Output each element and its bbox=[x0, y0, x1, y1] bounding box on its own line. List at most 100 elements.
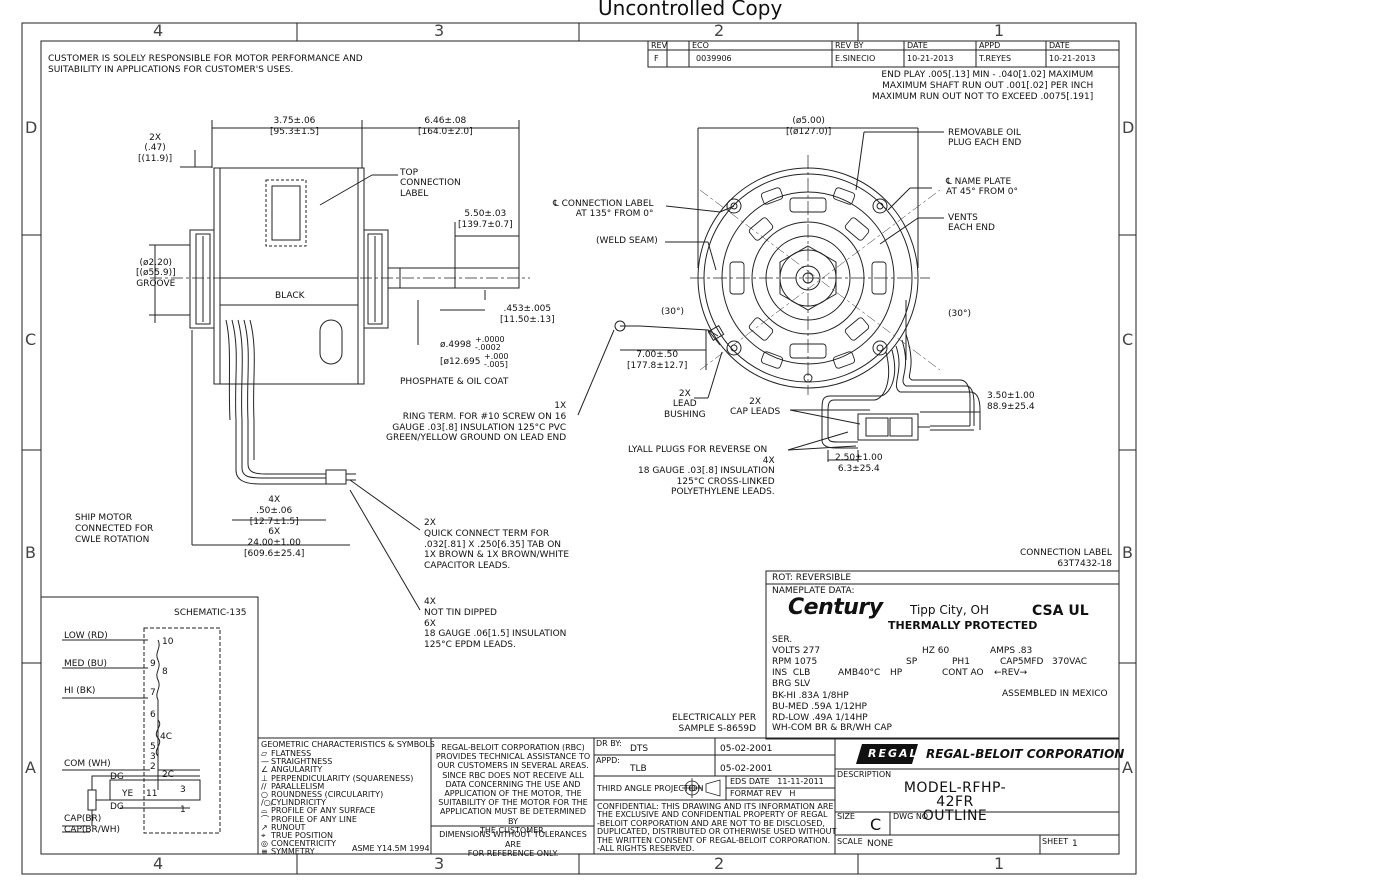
zone-bottom-2: 2 bbox=[714, 854, 725, 873]
gdt-symbol-icon: ⌖ bbox=[261, 831, 266, 841]
gdt-symbol-icon: ⌒ bbox=[261, 814, 269, 824]
pin-7: 7 bbox=[150, 688, 156, 698]
phosphate-note: PHOSPHATE & OIL COAT bbox=[400, 377, 509, 387]
lead-low: LOW (RD) bbox=[64, 631, 108, 641]
gdt-item-label: CONCENTRICITY bbox=[271, 839, 337, 849]
gdt-item-label: FLATNESS bbox=[271, 749, 312, 758]
vents-note: VENTS EACH END bbox=[948, 213, 995, 234]
zone-right-a: A bbox=[1122, 758, 1133, 777]
nameplate-city: Tipp City, OH bbox=[910, 603, 989, 617]
regal-logo: REGAL bbox=[868, 747, 919, 760]
size-label: SIZE bbox=[837, 812, 855, 821]
scale-value: NONE bbox=[867, 839, 894, 849]
size-value: C bbox=[870, 815, 882, 834]
nameplate-amb: AMB40°C bbox=[838, 668, 881, 678]
black-label: BLACK bbox=[275, 291, 305, 301]
nameplate-hz: HZ 60 bbox=[922, 646, 950, 656]
dim-350: 3.50±1.00 88.9±25.4 bbox=[987, 391, 1035, 412]
zone-bottom-4: 4 bbox=[153, 854, 164, 873]
pin-4c: 4C bbox=[160, 732, 173, 742]
dg-label-2: DG bbox=[110, 802, 124, 812]
rev-header-revby: REV BY bbox=[835, 41, 864, 50]
rev-header-date2: DATE bbox=[1049, 41, 1070, 50]
pin-5: 5 bbox=[150, 742, 156, 752]
rbc-assistance-note: REGAL-BELOIT CORPORATION (RBC) PROVIDES … bbox=[435, 743, 591, 835]
gdt-item-label: CYLINDRICITY bbox=[271, 798, 326, 808]
nameplate-volts: VOLTS 277 bbox=[772, 646, 821, 656]
zone-left-c: C bbox=[25, 330, 37, 349]
thermally-protected: THERMALLY PROTECTED bbox=[888, 619, 1038, 632]
pin-10: 10 bbox=[162, 637, 174, 647]
gdt-standard: ASME Y14.5M 1994 bbox=[352, 844, 430, 853]
dim-646: 6.46±.08 [164.0±2.0] bbox=[418, 116, 473, 137]
century-logo: Century bbox=[788, 595, 883, 620]
ye-label: YE bbox=[122, 789, 134, 799]
gdt-item: ⌖TRUE POSITION bbox=[261, 831, 413, 841]
connection-label-note: ℄ CONNECTION LABEL AT 135° FROM 0° bbox=[553, 199, 654, 220]
gdt-symbol-icon: ◎ bbox=[261, 839, 268, 849]
oil-plug-note: REMOVABLE OIL PLUG EACH END bbox=[948, 128, 1022, 149]
gdt-item-label: PARALLELISM bbox=[271, 781, 325, 791]
zone-top-2: 2 bbox=[714, 21, 725, 40]
cert-logos: CSA UL bbox=[1032, 603, 1089, 619]
lead-cap-brwh: CAP(BR/WH) bbox=[64, 825, 121, 835]
appd-label: APPD: bbox=[596, 756, 620, 765]
rev-header-rev: REV bbox=[651, 41, 668, 50]
gdt-item: ◎CONCENTRICITY bbox=[261, 840, 413, 848]
rev-header-eco: ECO bbox=[692, 41, 709, 50]
gdt-symbol-icon: ○ bbox=[261, 790, 268, 800]
gdt-item-label: RUNOUT bbox=[271, 822, 306, 832]
gdt-symbol-icon: ↗ bbox=[261, 822, 268, 832]
appd-date: 05-02-2001 bbox=[720, 764, 773, 774]
nameplate-cont: CONT AO bbox=[942, 668, 984, 678]
zone-left-a: A bbox=[25, 758, 36, 777]
gdt-item: ∠ANGULARITY bbox=[261, 766, 413, 774]
gdt-title: GEOMETRIC CHARACTERISTICS & SYMBOLS bbox=[261, 740, 435, 749]
dr-date: 05-02-2001 bbox=[720, 744, 773, 754]
dim-250: 2.50±1.00 6.3±25.4 bbox=[835, 453, 883, 474]
pin-8: 8 bbox=[162, 667, 168, 677]
weld-seam-note: (WELD SEAM) bbox=[596, 236, 658, 246]
nameplate-ins: INS CLB bbox=[772, 668, 811, 678]
gdt-symbol-icon: // bbox=[261, 781, 267, 791]
format-rev: FORMAT REV H bbox=[730, 789, 796, 798]
rev-header-appd: APPD bbox=[979, 41, 1001, 50]
dr-by-label: DR BY: bbox=[596, 739, 622, 748]
gdt-item: ▱FLATNESS bbox=[261, 749, 413, 758]
dg-label-1: DG bbox=[110, 772, 124, 782]
gdt-item: // PARALLELISM bbox=[261, 781, 413, 791]
sheet-label: SHEET bbox=[1042, 837, 1069, 846]
nameplate-sp: SP bbox=[906, 657, 918, 667]
gdt-item: ⌒PROFILE OF ANY LINE bbox=[261, 814, 413, 824]
gdt-item-label: ROUNDNESS (CIRCULARITY) bbox=[271, 790, 384, 800]
zone-bottom-3: 3 bbox=[434, 854, 445, 873]
schematic-title: SCHEMATIC-135 bbox=[174, 608, 247, 618]
pin-11: 11 bbox=[146, 789, 158, 799]
gdt-item: ⊥PERPENDICULARITY (SQUARENESS) bbox=[261, 774, 413, 783]
pin-2c: 2C bbox=[162, 770, 175, 780]
connection-label-number: CONNECTION LABEL 63T7432-18 bbox=[1020, 548, 1112, 569]
nameplate-hp: HP bbox=[890, 668, 903, 678]
rev-value-appd: T.REYES bbox=[979, 54, 1012, 63]
gdt-item: ↗RUNOUT bbox=[261, 822, 413, 832]
appd-value: TLB bbox=[630, 764, 647, 774]
zone-left-b: B bbox=[25, 543, 36, 562]
nameplate-rpm: RPM 1075 bbox=[772, 657, 818, 667]
gdt-symbol-icon: ∠ bbox=[261, 765, 269, 775]
lead-bushing-note: 2X LEAD BUSHING bbox=[664, 389, 706, 420]
angle-right: (30°) bbox=[948, 309, 971, 319]
model-description: MODEL-RFHP-42FR OUTLINE bbox=[903, 780, 1007, 824]
gdt-symbol-icon: — bbox=[261, 757, 269, 767]
not-tin-dipped-note: 4X NOT TIN DIPPED 6X 18 GAUGE .06[1.5] I… bbox=[424, 597, 567, 651]
nameplate-ph: PH1 bbox=[952, 657, 970, 667]
dr-by-value: DTS bbox=[630, 744, 649, 754]
gdt-symbol-icon: /○/ bbox=[261, 798, 274, 808]
zone-top-4: 4 bbox=[153, 21, 164, 40]
gdt-item-label: PROFILE OF ANY SURFACE bbox=[271, 806, 376, 816]
company-name: REGAL-BELOIT CORPORATION bbox=[926, 747, 1125, 761]
nameplate-amps: AMPS .83 bbox=[990, 646, 1033, 656]
gdt-symbol-icon: ▱ bbox=[261, 749, 268, 758]
rev-value-eco: 0039906 bbox=[696, 54, 732, 63]
gdt-item: ≡SYMMETRY bbox=[261, 848, 413, 856]
tolerance-note: DIMENSIONS WITHOUT TOLERANCES ARE FOR RE… bbox=[439, 830, 587, 859]
